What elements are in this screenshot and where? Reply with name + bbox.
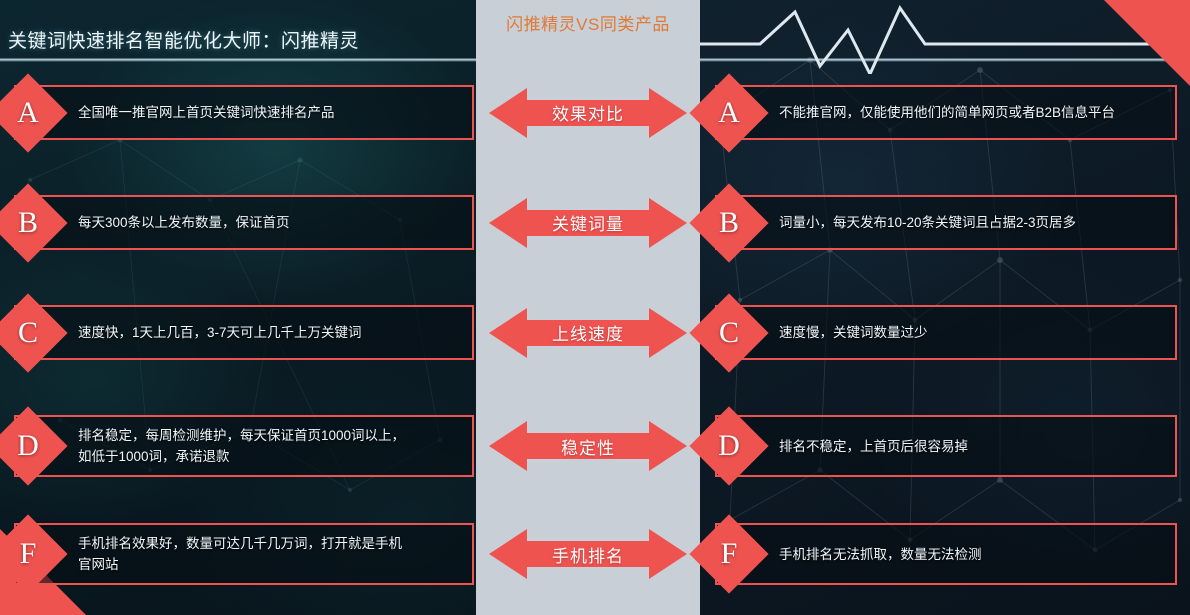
- header-divider-right: [700, 58, 1190, 62]
- corner-ribbon-top-right: [1104, 0, 1190, 86]
- comparison-text-right: 词量小，每天发布10-20条关键词且占据2-3页居多: [779, 215, 1077, 230]
- metric-arrow: 关键词量: [489, 196, 687, 250]
- double-arrow-icon: [489, 529, 687, 579]
- comparison-box-right: 排名不稳定，上首页后很容易掉: [715, 415, 1177, 477]
- comparison-text-right: 速度慢，关键词数量过少: [779, 325, 928, 340]
- heartbeat-pulse-icon: [700, 4, 1190, 74]
- row-badge-letter-left: F: [19, 537, 37, 570]
- metric-arrow: 效果对比: [489, 86, 687, 140]
- comparison-text-left: 手机排名效果好，数量可达几千几万词，打开就是手机 官网站: [78, 536, 402, 572]
- metric-arrow: 手机排名: [489, 527, 687, 581]
- comparison-box-left: 每天300条以上发布数量，保证首页: [14, 195, 474, 250]
- double-arrow-icon: [489, 307, 687, 358]
- row-badge-letter-left: D: [17, 429, 39, 462]
- comparison-box-right: 手机排名无法抓取，数量无法检测: [715, 523, 1177, 585]
- header-divider-left: [0, 58, 476, 62]
- comparison-box-left: 排名稳定，每周检测维护，每天保证首页1000词以上， 如低于1000词，承诺退款: [14, 415, 474, 477]
- comparison-box-right: 速度慢，关键词数量过少: [715, 305, 1177, 360]
- row-badge-letter-right: A: [718, 95, 740, 129]
- row-badge-letter-left: B: [17, 205, 38, 239]
- comparison-text-right: 排名不稳定，上首页后很容易掉: [779, 438, 968, 454]
- row-badge-letter-right: B: [718, 205, 739, 239]
- center-column-title: 闪推精灵VS同类产品: [506, 15, 670, 34]
- comparison-box-left: 速度快，1天上几百，3-7天可上几千上万关键词: [14, 305, 474, 360]
- row-badge-letter-left: C: [17, 315, 38, 349]
- comparison-box-right: 词量小，每天发布10-20条关键词且占据2-3页居多: [715, 195, 1177, 250]
- double-arrow-icon: [489, 197, 687, 248]
- comparison-text-left: 每天300条以上发布数量，保证首页: [78, 215, 290, 230]
- metric-arrow: 稳定性: [489, 419, 687, 473]
- comparison-text-left: 全国唯一推官网上首页关键词快速排名产品: [78, 105, 335, 120]
- double-arrow-icon: [489, 87, 687, 138]
- comparison-box-left: 全国唯一推官网上首页关键词快速排名产品: [14, 85, 474, 140]
- comparison-text-right: 不能推官网，仅能使用他们的简单网页或者B2B信息平台: [779, 105, 1116, 120]
- comparison-box-right: 不能推官网，仅能使用他们的简单网页或者B2B信息平台: [715, 85, 1177, 140]
- comparison-box-left: 手机排名效果好，数量可达几千几万词，打开就是手机 官网站: [14, 523, 474, 585]
- row-badge-letter-right: D: [718, 429, 740, 462]
- metric-arrow: 上线速度: [489, 306, 687, 360]
- row-badge-letter-left: A: [17, 95, 39, 129]
- double-arrow-icon: [489, 421, 687, 471]
- comparison-text-right: 手机排名无法抓取，数量无法检测: [779, 546, 982, 562]
- comparison-text-left: 速度快，1天上几百，3-7天可上几千上万关键词: [78, 325, 362, 340]
- page-title: 关键词快速排名智能优化大师：闪推精灵: [8, 31, 360, 52]
- comparison-text-left: 排名稳定，每周检测维护，每天保证首页1000词以上， 如低于1000词，承诺退款: [78, 428, 406, 464]
- row-badge-letter-right: F: [720, 537, 738, 570]
- row-badge-letter-right: C: [718, 315, 739, 349]
